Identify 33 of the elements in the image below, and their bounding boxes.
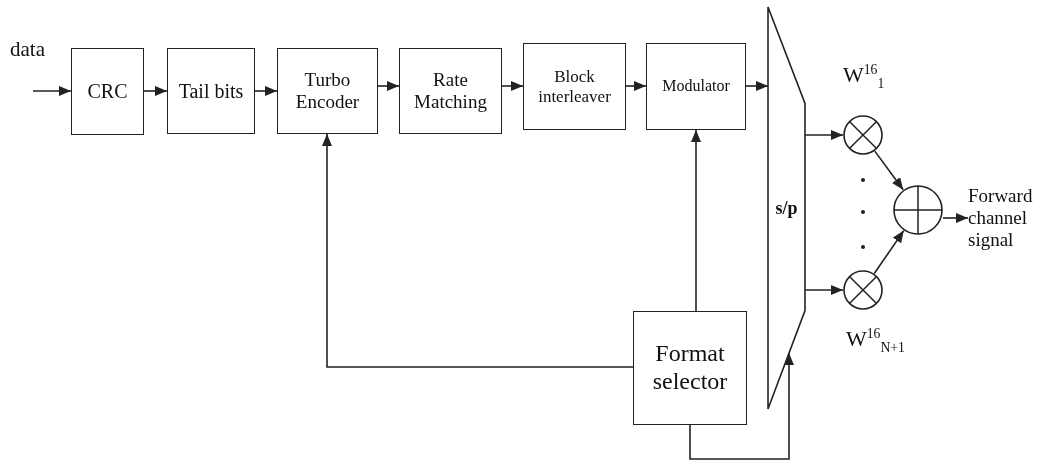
arrow <box>501 81 524 91</box>
arrow <box>873 229 905 275</box>
serial-parallel-converter <box>768 7 805 409</box>
process-box <box>399 48 502 134</box>
arrow <box>377 81 400 91</box>
arrow <box>322 133 634 368</box>
arrow <box>874 150 904 191</box>
block-label: Block interleaver <box>537 66 612 107</box>
process-box <box>646 43 746 130</box>
arrow <box>254 86 278 96</box>
multiplier-circle <box>843 115 883 155</box>
arrow <box>745 81 769 91</box>
arrow <box>32 86 72 96</box>
process-box <box>633 311 747 425</box>
process-box <box>523 43 626 130</box>
block-label: s/p <box>775 197 798 219</box>
arrow <box>942 213 969 223</box>
process-box <box>277 48 378 134</box>
arrow <box>691 129 701 312</box>
block-label: Turbo Encoder <box>294 69 361 113</box>
multiplier-circle <box>843 270 883 310</box>
block-label: Forward channel signal <box>968 185 1034 251</box>
block-label: Modulator <box>662 77 730 96</box>
block-label: CRC <box>87 80 128 103</box>
block-label: Format selector <box>651 340 729 396</box>
arrow <box>625 81 647 91</box>
process-box <box>71 48 144 135</box>
process-box <box>167 48 255 134</box>
adder-circle <box>893 185 943 235</box>
arrow <box>143 86 168 96</box>
block-label: Tail bits <box>178 79 244 103</box>
block-label: Rate Matching <box>413 69 488 113</box>
input-label: data <box>10 38 45 62</box>
